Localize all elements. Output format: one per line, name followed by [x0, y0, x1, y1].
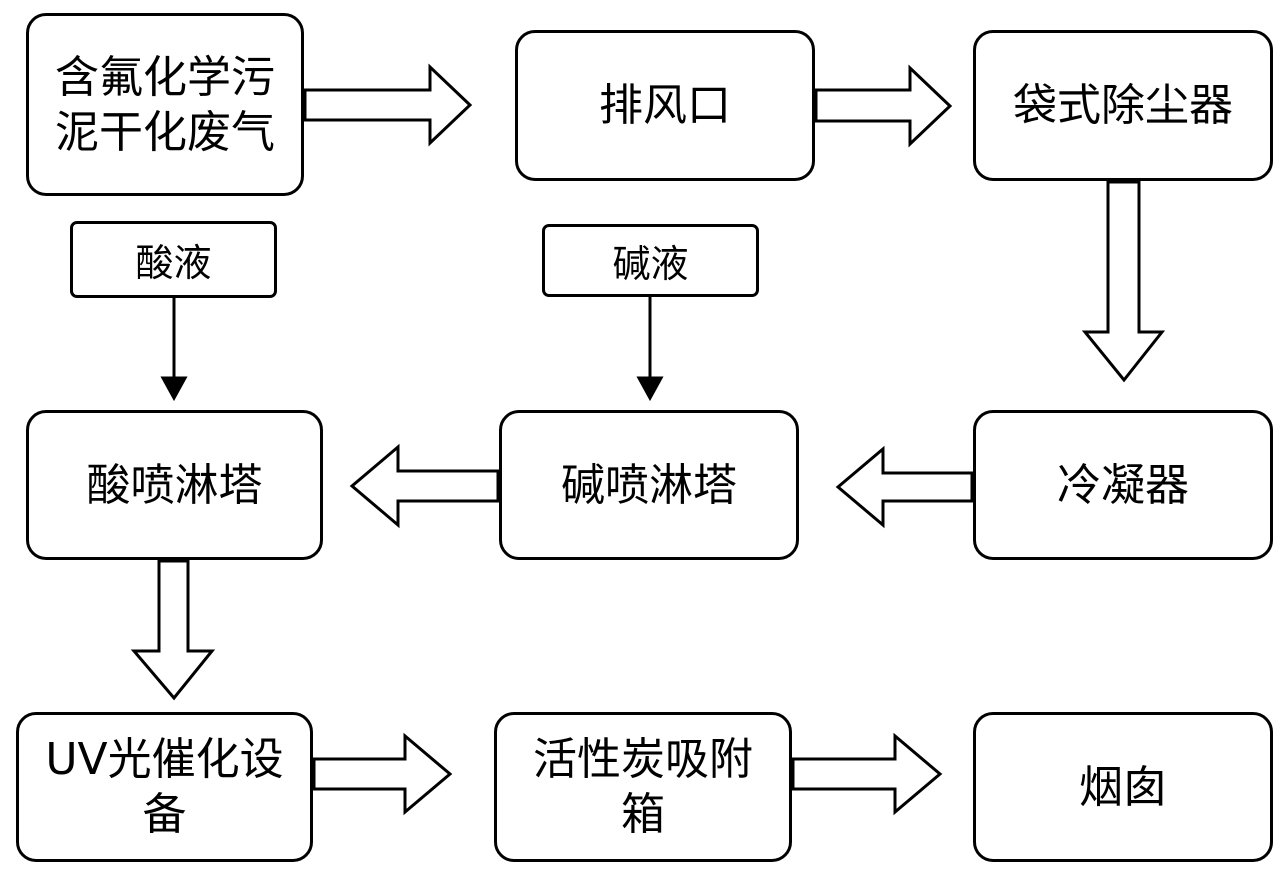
arrow-right-outlet-to-filter [814, 64, 953, 148]
uv-photocatalysis-box: UV光催化设 备 [16, 712, 313, 862]
chimney-label: 烟囱 [1079, 761, 1167, 813]
bag-filter-label: 袋式除尘器 [1013, 80, 1233, 131]
activated-carbon-box: 活性炭吸附 箱 [494, 712, 792, 862]
arrow-left-condenser-to-alkali [835, 445, 974, 529]
alkali-liquid-tag: 碱液 [542, 224, 759, 297]
arrow-down-acid-to-uv [130, 559, 216, 701]
arrow-right-source-to-outlet [303, 63, 473, 147]
arrow-down-filter-to-condenser [1081, 180, 1166, 383]
carbon-line-2: 箱 [621, 789, 665, 840]
condenser-box: 冷凝器 [973, 410, 1273, 560]
alkali-spray-tower-label: 碱喷淋塔 [561, 459, 737, 511]
bag-filter-box: 袋式除尘器 [973, 30, 1273, 181]
arrow-right-carbon-to-chimney [791, 732, 943, 816]
arrow-left-alkali-to-acid [349, 443, 500, 529]
chimney-box: 烟囱 [973, 712, 1273, 862]
alkali-liquid-label: 碱液 [612, 242, 689, 286]
source-waste-gas-box: 含氟化学污 泥干化废气 [26, 13, 304, 196]
condenser-label: 冷凝器 [1057, 459, 1189, 511]
acid-liquid-label: 酸液 [135, 241, 212, 285]
carbon-line-1: 活性炭吸附 [533, 734, 753, 785]
uv-line-2: 备 [142, 789, 187, 840]
acid-liquid-tag: 酸液 [70, 221, 277, 298]
acid-spray-tower-label: 酸喷淋塔 [86, 459, 263, 511]
source-line-2: 泥干化废气 [55, 106, 275, 158]
uv-line-1: UV光催化设 [45, 734, 284, 785]
arrow-acid-liquid-head [160, 376, 188, 402]
exhaust-outlet-box: 排风口 [515, 30, 815, 181]
acid-spray-tower-box: 酸喷淋塔 [26, 410, 323, 560]
exhaust-outlet-label: 排风口 [599, 80, 731, 131]
arrow-alkali-liquid-head [636, 376, 664, 402]
arrow-right-uv-to-carbon [312, 732, 453, 816]
source-line-1: 含氟化学污 [55, 51, 275, 103]
alkali-spray-tower-box: 碱喷淋塔 [499, 410, 799, 560]
